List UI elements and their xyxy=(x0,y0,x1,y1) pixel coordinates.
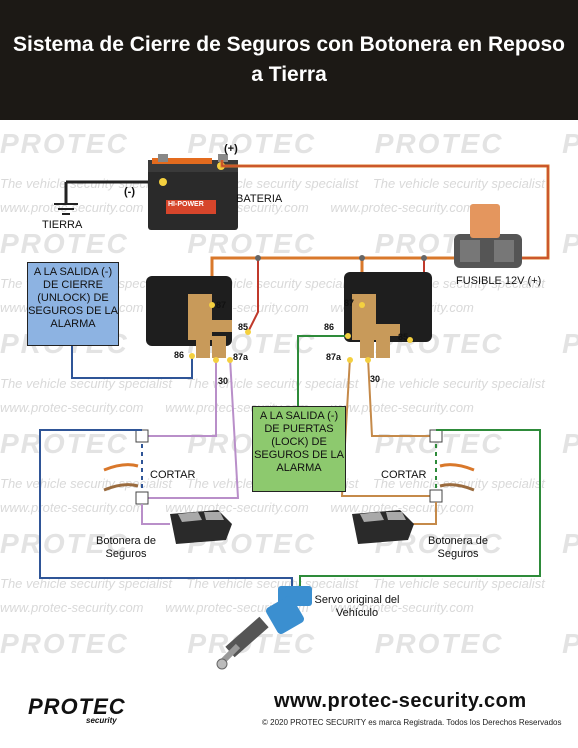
battery-negative-label: (-) xyxy=(124,186,135,198)
protec-logo-subtitle: security xyxy=(86,716,117,725)
battery-label: BATERIA xyxy=(236,193,283,205)
watermark-url-row: www.protec-security.com www.protec-secur… xyxy=(0,500,578,515)
watermark-logo: PROTEC xyxy=(562,528,578,559)
unlock-trigger-wire xyxy=(71,346,193,379)
switch-left-icon xyxy=(170,510,232,544)
watermark-tagline: The vehicle security specialist xyxy=(0,476,172,491)
watermark-tagline: The vehicle security specialist xyxy=(372,476,545,491)
watermark-url: www.protec-security.com xyxy=(0,600,144,615)
cut-right-label: CORTAR xyxy=(381,469,427,481)
watermark-tagline-row: The vehicle security specialist The vehi… xyxy=(0,176,578,191)
watermark-url: www.protec-security.com xyxy=(330,600,474,615)
switch-left-label: Botonera de Seguros xyxy=(96,535,156,560)
servo-actuator-icon xyxy=(216,586,312,670)
watermark-url: www.protec-security.com xyxy=(330,400,474,415)
unlock-output-box: A LA SALIDA (-) DE CIERRE (UNLOCK) DE SE… xyxy=(27,262,119,346)
positive-main-wire-inner xyxy=(221,160,549,259)
relay-right-icon xyxy=(344,272,432,358)
switch-right-icon xyxy=(352,510,414,544)
website-link[interactable]: www.protec-security.com xyxy=(274,690,527,712)
watermark-url: www.protec-security.com xyxy=(165,500,309,515)
watermark-logo: PROTEC xyxy=(562,628,578,659)
watermark-tagline: The vehicle security specialist xyxy=(186,576,359,591)
relay-right-30-wire xyxy=(367,357,436,437)
lock-trigger-wire xyxy=(297,335,348,406)
header-bar: Sistema de Cierre de Seguros con Botoner… xyxy=(0,0,578,120)
watermark-logo: PROTEC xyxy=(374,128,504,159)
switch-right-wire xyxy=(404,502,437,525)
watermark-url: www.protec-security.com xyxy=(330,200,474,215)
watermark-logo: PROTEC xyxy=(562,428,578,459)
servo-blue-wire xyxy=(39,429,293,588)
switch-left-wire xyxy=(141,504,170,525)
ground-label: TIERRA xyxy=(42,219,83,231)
switch-right-label: Botonera de Seguros xyxy=(428,535,488,560)
relay-right-pin-85: 85 xyxy=(398,332,409,342)
relay-left-pin-85: 85 xyxy=(238,322,249,332)
relay-left-pin-86: 86 xyxy=(174,350,185,360)
battery-positive-label: (+) xyxy=(224,143,238,155)
watermark-logo: PROTEC xyxy=(0,428,129,459)
relay-left-87a-wire xyxy=(146,357,240,499)
watermark-url-row: www.protec-security.com www.protec-secur… xyxy=(0,600,578,615)
relay-right-pin-86: 86 xyxy=(324,322,335,332)
fused-supply-branch-87 xyxy=(247,258,259,333)
watermark-logo: PROTEC xyxy=(562,328,578,359)
watermark-logo: PROTEC xyxy=(562,228,578,259)
fuse-label: FUSIBLE 12V (+) xyxy=(456,275,542,287)
watermark-logo: PROTEC xyxy=(0,528,129,559)
watermark-logo: PROTEC xyxy=(374,628,504,659)
relay-left-pin-30: 30 xyxy=(218,376,229,386)
watermark-url: www.protec-security.com xyxy=(330,500,474,515)
watermark-url: www.protec-security.com xyxy=(0,400,144,415)
watermark-logo-row: PROTEC PROTEC PROTEC PROTEC xyxy=(0,628,578,660)
watermark-tagline: The vehicle security specialist xyxy=(372,376,545,391)
watermark-logo: PROTEC xyxy=(0,128,129,159)
watermark-logo-row: PROTEC PROTEC PROTEC PROTEC xyxy=(0,228,578,260)
watermark-logo: PROTEC xyxy=(187,228,317,259)
watermark-tagline: The vehicle security specialist xyxy=(0,376,172,391)
relay-right-pin-87a: 87a xyxy=(326,352,342,362)
watermark-logo: PROTEC xyxy=(562,128,578,159)
cut-left-label: CORTAR xyxy=(150,469,196,481)
battery-brand-label: HI-POWER xyxy=(168,201,204,208)
watermark-logo: PROTEC xyxy=(0,228,129,259)
watermark-logo: PROTEC xyxy=(0,628,129,659)
relay-right-pin-30: 30 xyxy=(370,374,381,384)
relay-left-icon xyxy=(146,276,232,358)
page-title: Sistema de Cierre de Seguros con Botoner… xyxy=(13,33,565,86)
footer: PROTEC security www.protec-security.com … xyxy=(0,680,578,748)
battery-icon xyxy=(148,154,238,230)
watermark-tagline-row: The vehicle security specialist The vehi… xyxy=(0,376,578,391)
servo-label: Servo original del Vehículo xyxy=(314,594,400,619)
servo-green-wire xyxy=(299,429,541,588)
watermark-logo-row: PROTEC PROTEC PROTEC PROTEC xyxy=(0,128,578,160)
watermark-logo: PROTEC xyxy=(187,128,317,159)
relay-right-87a-wire xyxy=(340,357,436,497)
watermark-tagline: The vehicle security specialist xyxy=(372,176,545,191)
copyright-text: © 2020 PROTEC SECURITY es marca Registra… xyxy=(262,718,562,727)
watermark-tagline-row: The vehicle security specialist The vehi… xyxy=(0,576,578,591)
protec-logo: PROTEC xyxy=(28,694,126,719)
ground-symbol-icon xyxy=(54,182,78,215)
relay-left-pin-87: 87 xyxy=(216,300,227,310)
relay-left-30-wire xyxy=(146,358,217,437)
watermark-tagline: The vehicle security specialist xyxy=(186,376,359,391)
fuse-icon xyxy=(454,204,522,268)
watermark-url-row: www.protec-security.com www.protec-secur… xyxy=(0,400,578,415)
lock-output-box: A LA SALIDA (-) DE PUERTAS (LOCK) DE SEG… xyxy=(252,406,346,492)
relay-right-pin-87: 87 xyxy=(344,298,355,308)
watermark-url: www.protec-security.com xyxy=(0,200,144,215)
watermark-tagline: The vehicle security specialist xyxy=(372,576,545,591)
relay-left-pin-87a: 87a xyxy=(233,352,249,362)
watermark-tagline: The vehicle security specialist xyxy=(0,576,172,591)
watermark-url: www.protec-security.com xyxy=(0,500,144,515)
